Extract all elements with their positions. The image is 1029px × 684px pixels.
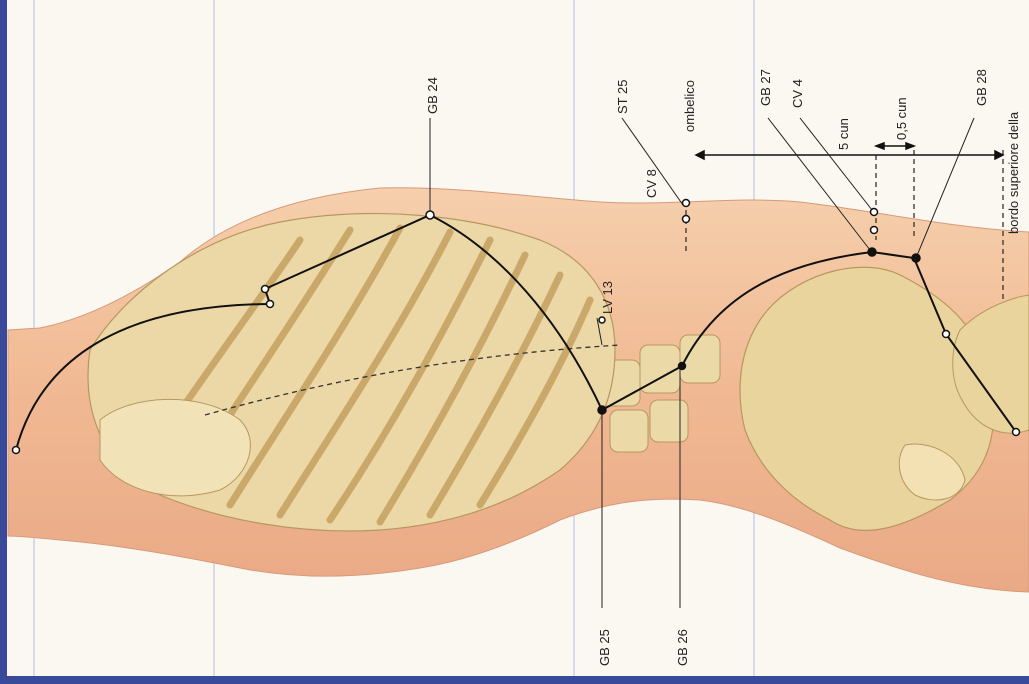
point-gb25 xyxy=(598,406,606,414)
point-st25 xyxy=(683,200,690,207)
point-cv4 xyxy=(871,209,878,216)
label-cv8: CV 8 xyxy=(644,169,659,198)
point-gb24 xyxy=(426,211,434,219)
label-bordo: bordo superiore della xyxy=(1006,111,1021,234)
frame-left xyxy=(0,0,7,684)
point-open xyxy=(13,447,20,454)
label-gb24: GB 24 xyxy=(425,77,440,114)
point-open xyxy=(943,331,950,338)
point-lv13 xyxy=(599,317,605,323)
point-gb28 xyxy=(912,254,920,262)
label-ombelico: ombelico xyxy=(682,80,697,132)
point-open xyxy=(871,227,878,234)
frame-bottom xyxy=(0,676,1029,684)
label-lv13: LV 13 xyxy=(600,281,615,314)
label-st25: ST 25 xyxy=(615,80,630,114)
point-open xyxy=(262,286,269,293)
label-5-cun: 5 cun xyxy=(836,118,851,150)
label-half-cun: 0,5 cun xyxy=(894,97,909,140)
point-gb26 xyxy=(679,363,686,370)
sternum-detail xyxy=(100,399,250,496)
label-gb25: GB 25 xyxy=(597,629,612,666)
point-open xyxy=(1013,429,1020,436)
label-cv4: CV 4 xyxy=(790,79,805,108)
point-open xyxy=(267,301,274,308)
label-gb27: GB 27 xyxy=(758,69,773,106)
point-cv8 xyxy=(683,216,690,223)
label-gb26: GB 26 xyxy=(675,629,690,666)
label-gb28: GB 28 xyxy=(974,69,989,106)
point-gb27 xyxy=(868,248,876,256)
